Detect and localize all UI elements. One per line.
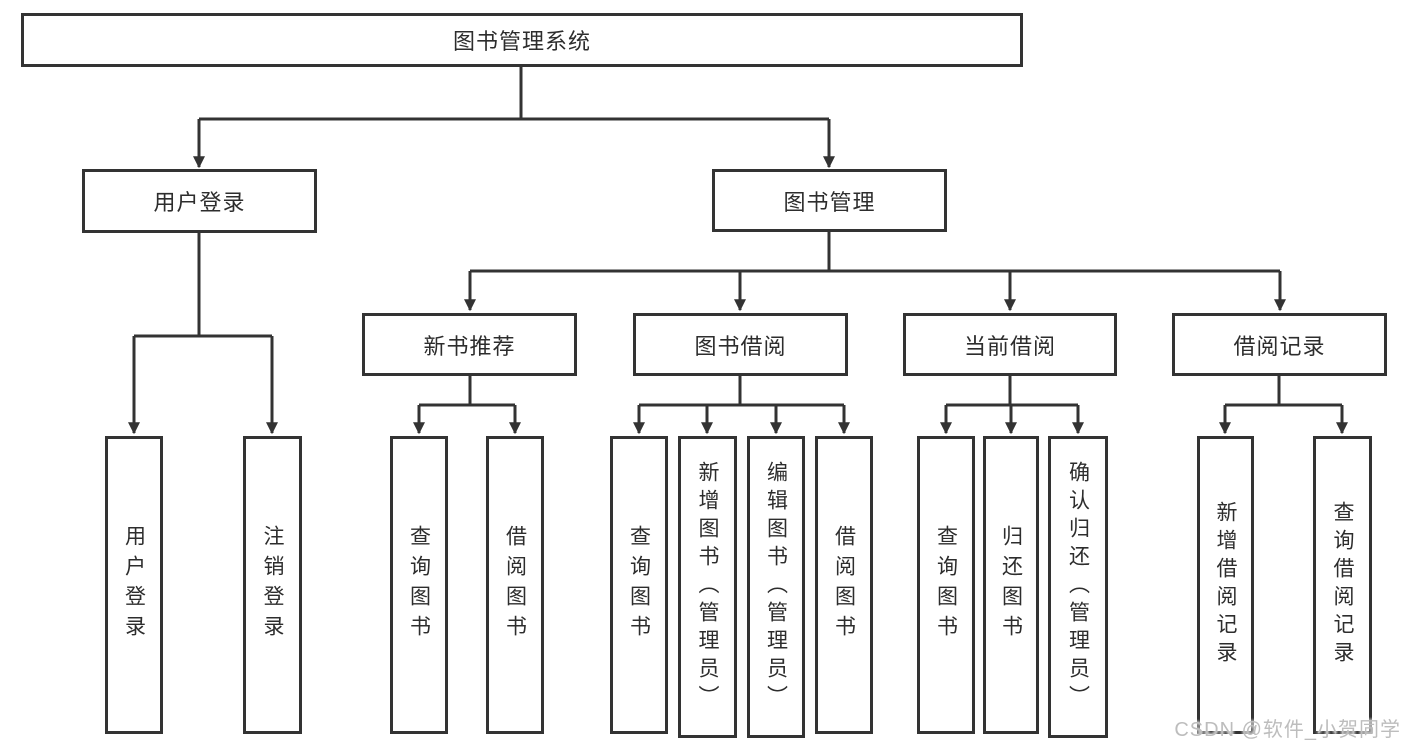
leaf-query-books-borrowing: 查询图书: [610, 436, 668, 734]
leaf-borrow-books-recommend: 借阅图书: [486, 436, 544, 734]
leaf-user-login: 用户登录: [105, 436, 163, 734]
leaf-edit-books-admin: 编辑图书（管理员）: [747, 436, 805, 738]
leaf-query-books-recommend: 查询图书: [390, 436, 448, 734]
csdn-watermark: CSDN @软件_小贺同学: [1174, 719, 1401, 741]
leaf-add-books-admin: 新增图书（管理员）: [678, 436, 737, 738]
node-book-borrowing: 图书借阅: [633, 313, 848, 376]
leaf-borrow-books-borrowing: 借阅图书: [815, 436, 873, 734]
node-user-login-branch: 用户登录: [82, 169, 317, 233]
node-current-borrowing: 当前借阅: [903, 313, 1117, 376]
leaf-add-borrow-record: 新增借阅记录: [1197, 436, 1254, 734]
leaf-logout: 注销登录: [243, 436, 302, 734]
leaf-query-borrow-record: 查询借阅记录: [1313, 436, 1372, 734]
leaf-return-books: 归还图书: [983, 436, 1039, 734]
node-library-management-system: 图书管理系统: [21, 13, 1023, 67]
leaf-query-books-current: 查询图书: [917, 436, 975, 734]
node-book-management-branch: 图书管理: [712, 169, 947, 232]
leaf-confirm-return-admin: 确认归还（管理员）: [1048, 436, 1108, 738]
node-new-book-recommendation: 新书推荐: [362, 313, 577, 376]
node-borrowing-records: 借阅记录: [1172, 313, 1387, 376]
